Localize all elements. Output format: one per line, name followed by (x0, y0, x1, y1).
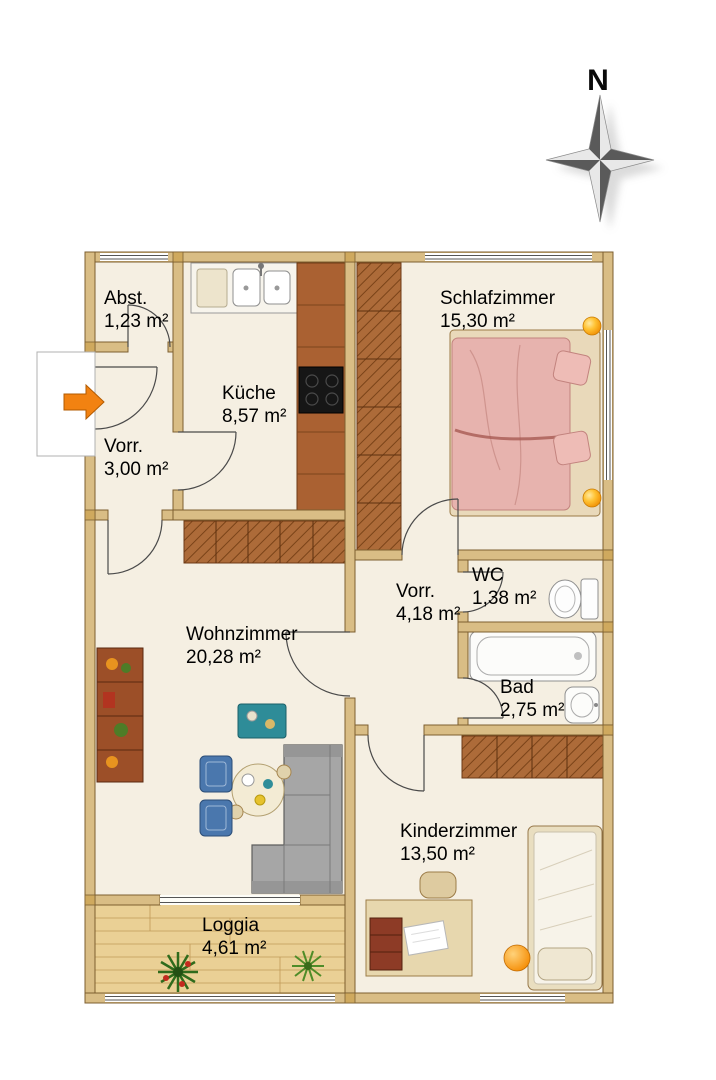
room-name: Bad (500, 677, 534, 698)
dining-table (228, 763, 292, 820)
stove (298, 366, 344, 414)
door-schlafzimmer (401, 498, 459, 556)
bed-schlafzimmer (449, 329, 601, 517)
room-label-vorraum-eingang: Vorr. 3,00 m² (104, 435, 168, 481)
bed-kinderzimmer (527, 825, 603, 991)
wardrobe-kinderzimmer (461, 735, 604, 779)
door-bad (462, 677, 504, 719)
door-kinderzimmer (367, 734, 425, 792)
sofa (251, 744, 343, 894)
bathtub (469, 630, 597, 682)
wall-posts (84, 251, 614, 1004)
door-wc (462, 571, 504, 613)
room-name: Küche (222, 383, 276, 404)
toilet (548, 578, 599, 620)
room-label-abstellraum: Abst. 1,23 m² (104, 287, 168, 333)
room-label-kinderzimmer: Kinderzimmer 13,50 m² (400, 820, 517, 866)
room-name: Loggia (202, 915, 260, 936)
lamp (582, 488, 602, 508)
tv-cabinet (237, 703, 287, 739)
room-name: Kinderzimmer (400, 821, 518, 842)
ball (503, 944, 531, 972)
room-label-schlafzimmer: Schlafzimmer 15,30 m² (440, 287, 555, 333)
drawer-cabinet (369, 917, 403, 971)
room-area: 15,30 m² (440, 311, 515, 332)
room-name: Abst. (104, 288, 148, 309)
room-label-bad: Bad 2,75 m² (500, 676, 564, 722)
windows (100, 253, 612, 1002)
door-kueche (177, 431, 237, 491)
room-area: 2,75 m² (500, 700, 565, 721)
room-area: 20,28 m² (186, 647, 261, 668)
doors (94, 304, 504, 792)
plant (292, 950, 324, 982)
door-vorraum-wohnzimmer (107, 519, 163, 575)
desk-chair (419, 871, 457, 899)
plant (158, 952, 198, 992)
room-area: 4,18 m² (396, 604, 461, 625)
entrance-arrow-icon (63, 383, 105, 421)
room-area: 8,57 m² (222, 406, 287, 427)
compass-icon: N (545, 64, 664, 230)
wardrobe-schlafzimmer (356, 262, 402, 554)
room-label-loggia: Loggia 4,61 m² (202, 914, 266, 960)
room-label-wc: WC 1,38 m² (472, 564, 536, 610)
room-area: 13,50 m² (400, 844, 475, 865)
room-name: WC (472, 565, 504, 586)
room-name: Schlafzimmer (440, 288, 556, 309)
sideboard (96, 647, 144, 783)
room-label-vorraum-flur: Vorr. 4,18 m² (396, 580, 460, 626)
room-name: Vorr. (104, 436, 144, 457)
room-area: 1,23 m² (104, 311, 169, 332)
door-entry (94, 366, 158, 430)
room-label-wohnzimmer: Wohnzimmer 20,28 m² (186, 623, 298, 669)
door-abstellraum (127, 304, 171, 348)
room-area: 4,61 m² (202, 938, 267, 959)
compass-north-label: N (587, 64, 609, 97)
room-label-kueche: Küche 8,57 m² (222, 382, 286, 428)
room-name: Vorr. (396, 581, 436, 602)
kitchen-counter (296, 262, 346, 516)
bathroom-sink (564, 686, 600, 724)
room-area: 1,38 m² (472, 588, 537, 609)
armchairs (199, 755, 233, 837)
room-name: Wohnzimmer (186, 624, 298, 645)
lamp (582, 316, 602, 336)
wardrobe-wohnzimmer (183, 520, 346, 564)
door-wohnzimmer (285, 631, 351, 697)
kitchen-sink-counter (190, 262, 298, 314)
room-area: 3,00 m² (104, 459, 169, 480)
